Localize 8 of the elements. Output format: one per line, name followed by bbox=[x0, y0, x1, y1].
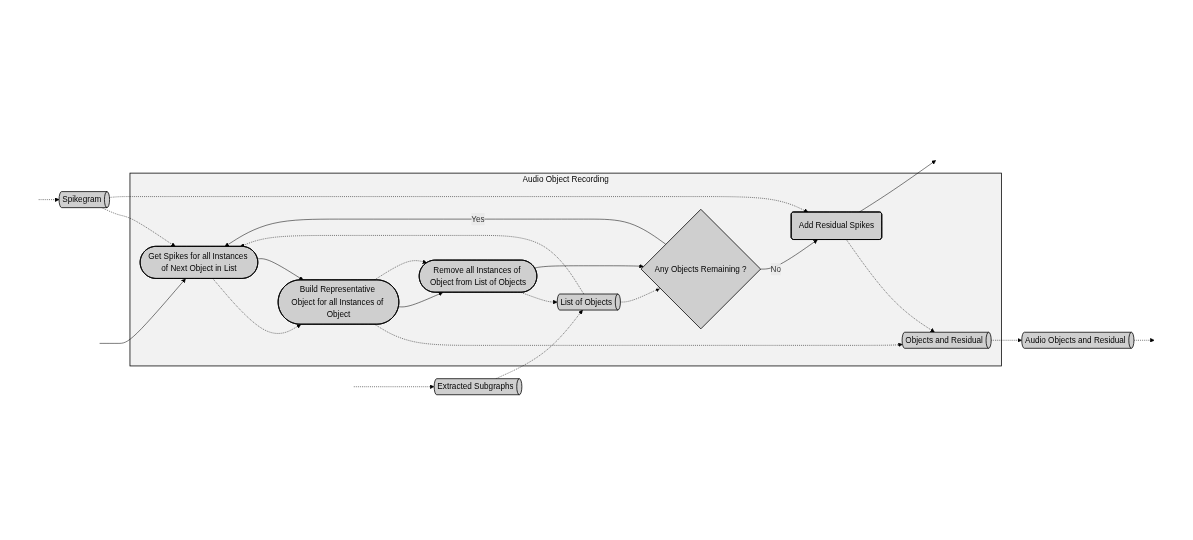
node-diamond: Any Objects Remaining ? bbox=[640, 209, 761, 330]
node-text: Objects and Residual bbox=[905, 335, 983, 345]
node-text: List of Objects bbox=[560, 297, 613, 307]
node-text: Extracted Subgraphs bbox=[437, 382, 514, 391]
node-text: Audio Objects and Residual bbox=[1024, 335, 1126, 345]
node-text: Spikegram bbox=[62, 195, 102, 204]
edge-label: No bbox=[770, 264, 781, 274]
edge-label: Yes bbox=[471, 214, 485, 224]
